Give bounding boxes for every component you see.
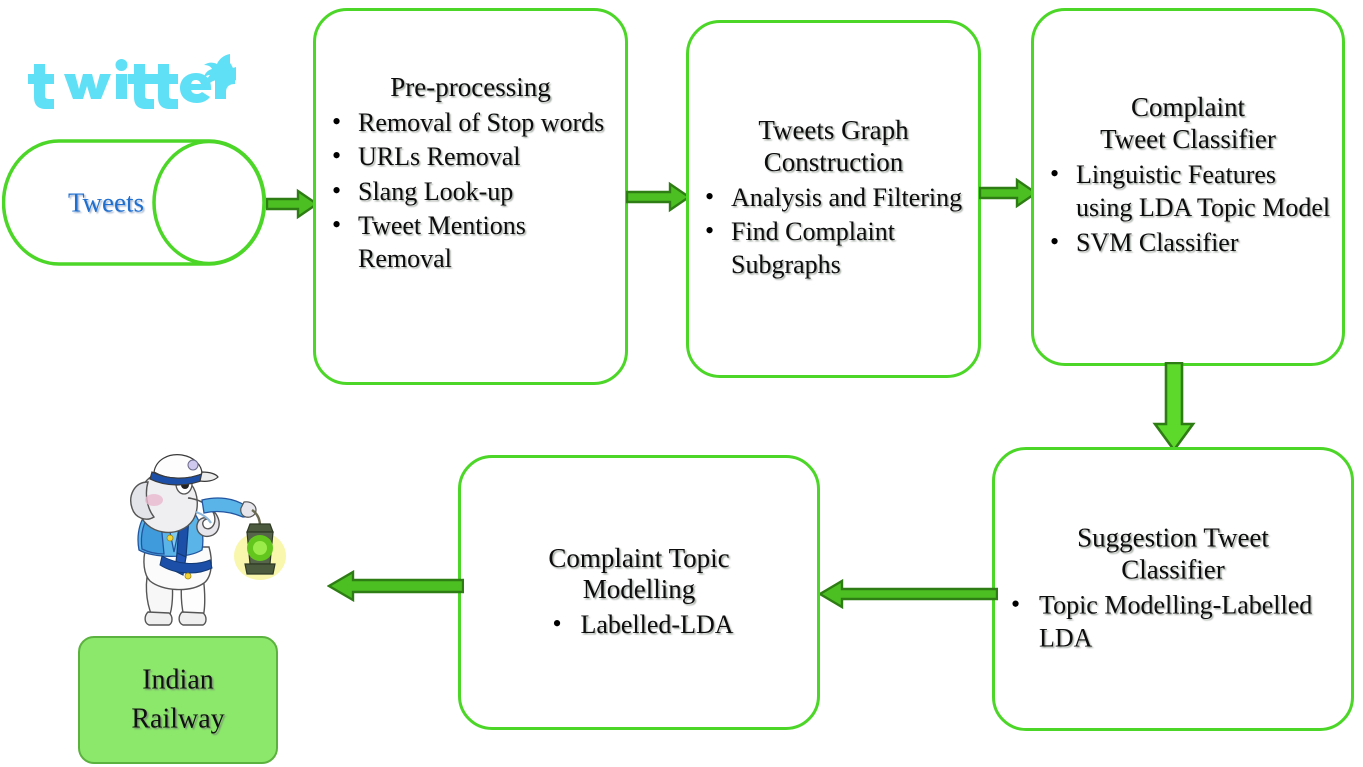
bullet-item: Analysis and Filtering <box>697 180 970 214</box>
tweets-datastore-cylinder: Tweets <box>2 139 266 266</box>
arrow-topic-modelling-to-railway <box>326 569 465 603</box>
bullet-item: URLs Removal <box>324 139 617 173</box>
bullet-item: Linguistic Features using LDA Topic Mode… <box>1042 157 1334 225</box>
output-box-indian-railway: Indian Railway <box>78 636 278 764</box>
step-box-suggestion-tweet-classifier: Suggestion Tweet Classifier Topic Modell… <box>992 447 1354 731</box>
step-title: Complaint Topic Modelling <box>548 542 730 605</box>
step-title: Pre-processing <box>390 72 551 103</box>
arrow-preprocessing-to-graph <box>625 181 692 213</box>
output-label: Indian Railway <box>131 664 225 734</box>
step-box-pre-processing: Pre-processing Removal of Stop words URL… <box>313 8 628 385</box>
step-box-tweets-graph-construction: Tweets Graph Construction Analysis and F… <box>686 20 981 378</box>
step-bullet-list: Labelled-LDA <box>469 607 809 642</box>
arrow-complaint-classifier-to-suggestion <box>1152 361 1196 453</box>
bullet-item: SVM Classifier <box>1042 225 1334 259</box>
arrow-tweets-to-preprocessing <box>265 188 320 220</box>
step-title: Complaint Tweet Classifier <box>1100 92 1276 155</box>
step-bullet-list: Topic Modelling-Labelled LDA <box>1003 587 1343 656</box>
step-title: Suggestion Tweet Classifier <box>1077 522 1269 585</box>
datastore-label: Tweets <box>67 187 145 217</box>
step-bullet-list: Removal of Stop words URLs Removal Slang… <box>324 105 617 276</box>
bullet-item: Tweet Mentions Removal <box>324 208 617 276</box>
bullet-item: Slang Look-up <box>324 174 617 208</box>
bullet-item: Find Complaint Subgraphs <box>697 214 970 282</box>
step-box-complaint-tweet-classifier: Complaint Tweet Classifier Linguistic Fe… <box>1031 8 1345 366</box>
twitter-logo <box>24 52 244 110</box>
bullet-item: Topic Modelling-Labelled LDA <box>1003 587 1343 655</box>
indian-railways-elephant-mascot-icon <box>128 452 293 637</box>
step-bullet-list: Analysis and Filtering Find Complaint Su… <box>697 180 970 282</box>
step-title: Tweets Graph Construction <box>758 115 909 178</box>
bullet-item: Labelled-LDA <box>544 607 733 641</box>
arrow-graph-to-complaint-classifier <box>978 177 1039 209</box>
bullet-item: Removal of Stop words <box>324 105 617 139</box>
arrow-suggestion-to-topic-modelling <box>817 578 999 610</box>
step-bullet-list: Linguistic Features using LDA Topic Mode… <box>1042 157 1334 259</box>
step-box-complaint-topic-modelling: Complaint Topic Modelling Labelled-LDA <box>458 455 820 730</box>
